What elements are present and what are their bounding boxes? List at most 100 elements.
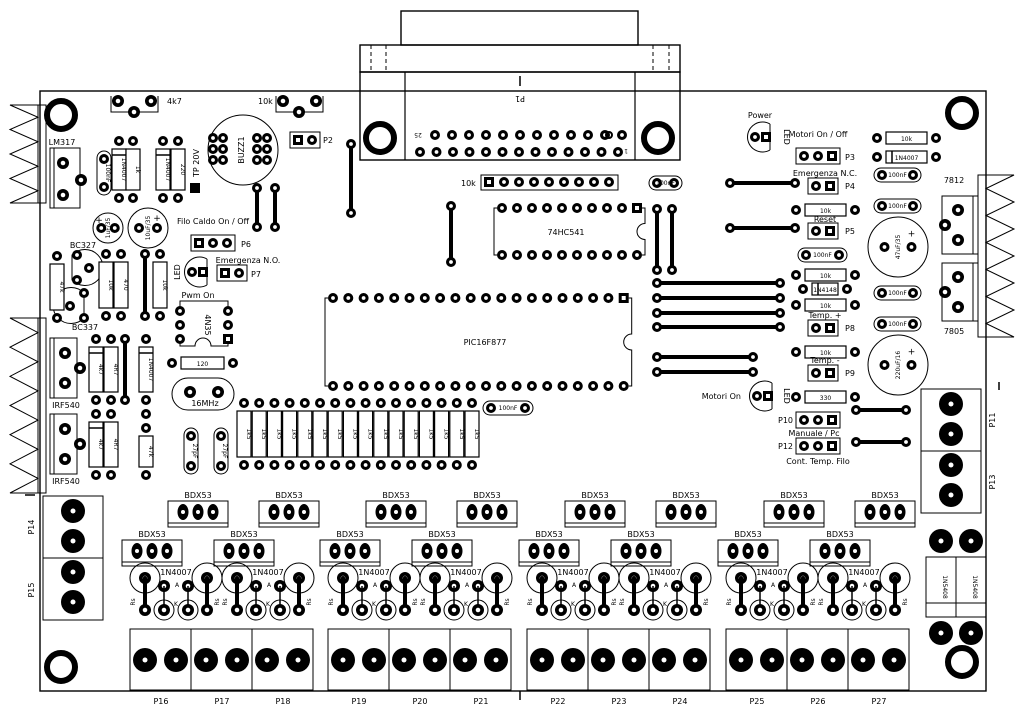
resistor-body <box>138 435 154 468</box>
capacitor-100nf: 100nF <box>873 198 922 214</box>
bdx53-transistor: BDX53 <box>655 491 717 528</box>
header-P5-caption: Reset <box>814 215 836 224</box>
electrolytic-capacitor: +220uF/16 <box>867 334 929 396</box>
buzzer-label: BUZZ1 <box>237 136 246 163</box>
terminal-P23 <box>587 628 650 691</box>
bdx53-transistor: BDX53 <box>564 491 626 528</box>
capacitor-100nf: 100nF <box>797 247 848 263</box>
resistor-body <box>434 410 450 458</box>
transistor-label: BDX53 <box>382 491 409 500</box>
resistor-value: 1k5 <box>397 428 404 439</box>
electrolytic-capacitor: +10uF/35 <box>127 207 169 249</box>
rs-label: Rs <box>222 598 229 605</box>
heatsink-fins <box>8 317 40 494</box>
resistor: 1k5 <box>236 398 252 470</box>
terminal-P20 <box>388 628 451 691</box>
header-P4 <box>807 177 839 195</box>
resistor-body <box>103 421 119 468</box>
transistor-body <box>121 539 183 567</box>
terminal-P27 <box>847 628 910 691</box>
terminal-P19 <box>327 628 390 691</box>
resistor-value: 10k <box>820 303 832 310</box>
capacitor-100nf: 100nF <box>873 285 922 301</box>
mounting-hole <box>44 98 78 132</box>
terminal-P15-label: P15 <box>27 582 36 597</box>
anode-label: A <box>267 582 272 589</box>
header-P9 <box>807 364 839 382</box>
bc327-label: BC327 <box>70 241 96 250</box>
resistor: 10k <box>791 298 860 312</box>
resistor-value: 1k5 <box>351 428 358 439</box>
terminal-label: P26 <box>810 697 825 706</box>
terminal-block <box>847 628 910 691</box>
resistor-body <box>88 346 104 393</box>
rs-label: Rs <box>214 598 221 605</box>
sip-resistor-network: 10k <box>461 174 619 191</box>
diode-label: 1N4007 <box>848 568 879 577</box>
resistor-value: 47k <box>58 281 65 293</box>
transistor-body <box>456 500 518 528</box>
resistor: 10k <box>791 345 860 359</box>
cathode-label: K <box>862 601 867 608</box>
buzzer-outline <box>207 114 279 186</box>
capacitor-outline <box>183 427 199 475</box>
transistor-body <box>655 500 717 528</box>
ic-74hc541-label: 74HC541 <box>547 228 584 237</box>
transistor-body <box>411 539 473 567</box>
resistor-value: 1k5 <box>367 428 374 439</box>
resistor-body <box>125 148 141 191</box>
transistor-label: BDX53 <box>672 491 699 500</box>
resistor-value: 220 <box>179 164 186 176</box>
transistor-body <box>854 500 916 528</box>
terminal-label: P27 <box>871 697 886 706</box>
terminal-P17 <box>190 628 253 691</box>
terminal-block <box>251 628 314 691</box>
bdx53-transistor: BDX53 <box>411 530 473 567</box>
header-P6 <box>190 234 236 252</box>
bdx53-transistor: BDX53 <box>456 491 518 528</box>
resistor-body <box>804 390 847 404</box>
resistor-value: 1k5 <box>443 428 450 439</box>
header-outline <box>807 364 839 382</box>
capacitor-100nf: 100nF <box>873 316 922 332</box>
terminal-label: P25 <box>749 697 764 706</box>
transistor-body <box>258 500 320 528</box>
mounting-hole <box>945 645 979 679</box>
transistor-label: BDX53 <box>871 491 898 500</box>
terminal-P11-label: P11 <box>988 412 997 427</box>
transistor-body <box>213 539 275 567</box>
resistor: 4R7 <box>103 334 119 405</box>
cathode-label: K <box>266 601 271 608</box>
header-P10-caption: Manuale / Pc <box>789 429 840 438</box>
terminal-block <box>920 450 982 514</box>
header-P7-caption: Emergenza N.O. <box>216 256 281 265</box>
resistor-body <box>342 410 358 458</box>
terminal-label: P17 <box>214 697 229 706</box>
capacitor-outline <box>213 427 229 475</box>
rs-label: Rs <box>619 598 626 605</box>
resistor-body <box>49 263 65 311</box>
capacitor-value: 100nF <box>656 180 675 187</box>
terminal-P22 <box>526 628 589 691</box>
resistor: 120 <box>167 356 238 370</box>
capacitor-outline <box>873 198 922 214</box>
header-P12-caption: Cont. Temp. Filo <box>786 457 850 466</box>
bdx53-transistor: BDX53 <box>121 530 183 567</box>
resistor: 10k <box>791 268 860 282</box>
resistor-value: 1k5 <box>306 428 313 439</box>
capacitor-value: 27pF <box>191 444 198 459</box>
resistor: 1N4007 <box>138 334 154 405</box>
resistor-value: 470 <box>122 279 129 291</box>
terminal-P14-label: P14 <box>27 519 36 534</box>
resistor-body <box>327 410 343 458</box>
rs-label: Rs <box>420 598 427 605</box>
terminal-block <box>648 628 711 691</box>
transistor-label: BDX53 <box>428 530 455 539</box>
capacitor-outline <box>873 316 922 332</box>
resistor-body <box>403 410 419 458</box>
